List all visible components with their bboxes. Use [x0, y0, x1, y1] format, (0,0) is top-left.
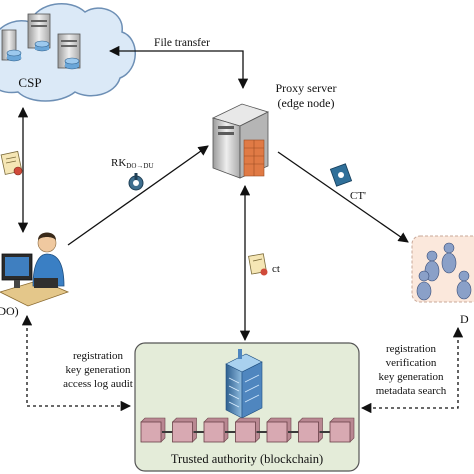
data-owner-label: DO): [0, 304, 19, 318]
block: [266, 421, 288, 443]
block: [298, 421, 319, 443]
certificate-icon: [0, 150, 23, 176]
owner-authority-link: registration key generation access log a…: [21, 314, 133, 412]
data-owner-node: DO): [0, 232, 70, 318]
user-function: metadata search: [376, 385, 447, 397]
csp-owner-edge: [0, 106, 29, 234]
block: [140, 421, 162, 443]
csp-label: CSP: [18, 75, 41, 90]
csp-server-icon: [1, 29, 22, 62]
proxy-server-node: Proxy server (edge node): [211, 81, 337, 179]
ct-edge: ct: [239, 184, 280, 342]
data-users-node: D: [411, 235, 474, 326]
user-function: key generation: [378, 371, 444, 383]
rekey-label: RKDO→DU: [111, 157, 154, 170]
authority-label: Trusted authority (blockchain): [171, 452, 323, 466]
csp-cloud: CSP: [0, 3, 136, 102]
trusted-authority-node: Trusted authority (blockchain): [134, 342, 360, 472]
owner-function: registration: [73, 350, 124, 362]
block: [203, 421, 225, 443]
user-function: verification: [386, 357, 437, 369]
building-icon: [225, 349, 263, 419]
owner-function: access log audit: [63, 378, 133, 390]
user-group-icon: [416, 242, 472, 301]
csp-server-icon: [27, 13, 51, 52]
ct-prime-edge: CT': [277, 151, 409, 243]
user-function: registration: [386, 343, 437, 355]
data-owner-icon: [0, 232, 70, 307]
proxy-label-line1: Proxy server: [276, 81, 337, 95]
block: [329, 421, 351, 443]
ct-prime-label: CT': [350, 190, 366, 202]
csp-server-icon: [57, 33, 81, 70]
block: [172, 421, 193, 443]
file-transfer-edge: File transfer: [108, 37, 249, 90]
rekey-edge: RKDO→DU: [67, 145, 209, 246]
block: [235, 421, 256, 443]
lock-icon: [329, 163, 353, 187]
ct-label: ct: [272, 263, 280, 275]
data-users-label: D: [460, 312, 469, 326]
certificate-icon: [248, 253, 268, 276]
users-authority-link: registration verification key generation…: [360, 326, 464, 414]
key-icon: [128, 173, 144, 191]
blockchain-chain: [140, 417, 355, 443]
proxy-label-line2: (edge node): [278, 96, 335, 110]
file-transfer-label: File transfer: [154, 37, 210, 49]
owner-function: key generation: [65, 364, 131, 376]
proxy-server-icon: [211, 103, 270, 179]
